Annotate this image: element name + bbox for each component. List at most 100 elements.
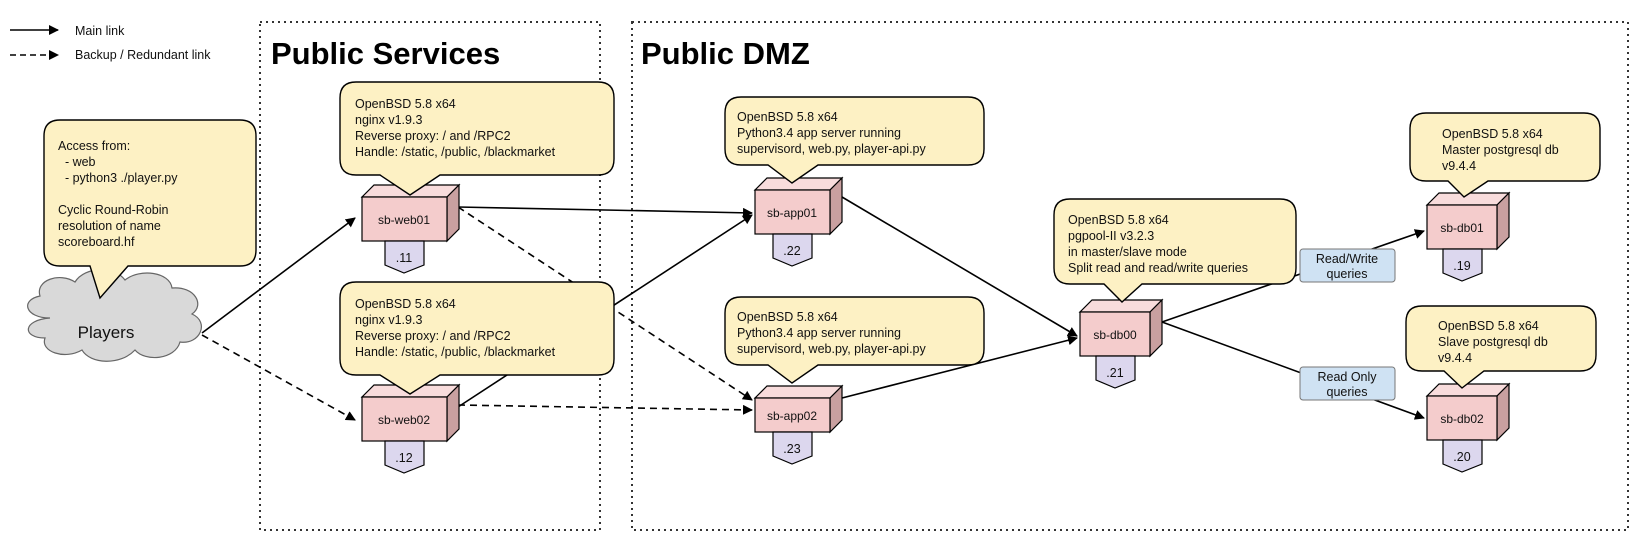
info-line: Reverse proxy: / and /RPC2: [355, 329, 511, 343]
node-ip: .11: [396, 251, 412, 265]
zone-public-dmz: [631, 21, 1629, 531]
info-bubble-web02: OpenBSD 5.8 x64 nginx v1.9.3 Reverse pro…: [339, 281, 615, 395]
info-line: Handle: /static, /public, /blackmarket: [355, 145, 556, 159]
node-ip: .21: [1106, 366, 1123, 380]
info-line: Master postgresql db: [1442, 143, 1559, 157]
link-players-web01: [201, 217, 356, 334]
info-bubble-shape: [339, 81, 615, 196]
link-app02-db00: [841, 335, 1078, 399]
node-name: sb-app02: [767, 409, 817, 423]
players-note-line: Cyclic Round-Robin: [58, 203, 169, 217]
info-line: Handle: /static, /public, /blackmarket: [355, 345, 556, 359]
node-name: sb-db02: [1440, 412, 1484, 426]
node-cube-top: [1425, 383, 1511, 397]
link-label-read-only-line1: Read Only: [1317, 370, 1377, 384]
info-bubble-shape: [339, 281, 615, 395]
players-note-line: - web: [58, 155, 96, 169]
info-line: pgpool-II v3.2.3: [1068, 229, 1154, 243]
node-ip: .23: [783, 442, 800, 456]
info-line: OpenBSD 5.8 x64: [1442, 127, 1543, 141]
node-cube-front: [1079, 311, 1151, 357]
link-web01-app01: [457, 206, 753, 218]
node-ip-tag: [1442, 248, 1483, 282]
players-note-line: Access from:: [58, 139, 130, 153]
info-bubble-app01: OpenBSD 5.8 x64 Python3.4 app server run…: [724, 96, 985, 184]
players-cloud: Players: [27, 269, 202, 362]
node-cube-front: [1426, 395, 1498, 441]
link-label-read-only-box: [1299, 366, 1396, 401]
node-sb-web02: sb-web02 .12: [360, 383, 461, 474]
node-sb-db00: sb-db00 .21: [1078, 298, 1164, 389]
link-label-read-only: Read Only queries: [1299, 366, 1396, 401]
node-name: sb-db00: [1093, 328, 1137, 342]
node-name: sb-web01: [378, 213, 430, 227]
link-web01-app02-backup: [457, 206, 753, 401]
info-bubble-shape: [1405, 305, 1597, 389]
node-sb-app01: sb-app01 .22: [753, 176, 844, 267]
info-line: OpenBSD 5.8 x64: [355, 297, 456, 311]
info-line: OpenBSD 5.8 x64: [737, 110, 838, 124]
info-line: nginx v1.9.3: [355, 313, 422, 327]
link-web02-app02-backup: [457, 404, 753, 415]
zone-public-services-title: Public Services: [271, 36, 500, 71]
info-line: Reverse proxy: / and /RPC2: [355, 129, 511, 143]
players-note-shape: [43, 119, 257, 300]
info-line: OpenBSD 5.8 x64: [1438, 319, 1539, 333]
link-label-read-write-box: [1299, 248, 1396, 283]
link-app01-db00: [841, 196, 1078, 337]
node-ip-tag: [1095, 355, 1136, 389]
node-cube-front: [754, 189, 831, 235]
info-line: OpenBSD 5.8 x64: [737, 310, 838, 324]
node-sb-web01: sb-web01 .11: [360, 183, 461, 274]
info-line: Python3.4 app server running: [737, 126, 901, 140]
node-sb-db01: sb-db01 .19: [1425, 191, 1511, 282]
node-sb-db02: sb-db02 .20: [1425, 382, 1511, 473]
info-bubble-app02: OpenBSD 5.8 x64 Python3.4 app server run…: [724, 296, 985, 384]
node-name: sb-web02: [378, 413, 430, 427]
players-note-line: scoreboard.hf: [58, 235, 135, 249]
node-ip: .12: [395, 451, 412, 465]
node-ip-tag: [772, 431, 813, 465]
node-ip-tag: [384, 440, 425, 474]
node-ip: .22: [783, 244, 800, 258]
info-line: Slave postgresql db: [1438, 335, 1548, 349]
zone-public-services: [259, 21, 601, 531]
zone-public-dmz-title: Public DMZ: [641, 36, 810, 71]
players-label: Players: [78, 323, 135, 342]
node-cube-front: [361, 396, 448, 442]
link-label-read-only-line2: queries: [1327, 385, 1368, 399]
info-line: OpenBSD 5.8 x64: [355, 97, 456, 111]
info-bubble-web01: OpenBSD 5.8 x64 nginx v1.9.3 Reverse pro…: [339, 81, 615, 196]
node-ip: .19: [1453, 259, 1470, 273]
node-ip-tag: [384, 240, 425, 274]
legend-main-label: Main link: [75, 24, 125, 38]
info-line: supervisord, web.py, player-api.py: [737, 342, 926, 356]
legend: Main link Backup / Redundant link: [10, 24, 211, 62]
node-cube-top: [753, 385, 844, 399]
info-line: OpenBSD 5.8 x64: [1068, 213, 1169, 227]
node-sb-app02: sb-app02 .23: [753, 384, 844, 465]
info-line: in master/slave mode: [1068, 245, 1187, 259]
info-bubble-db00: OpenBSD 5.8 x64 pgpool-II v3.2.3 in mast…: [1053, 198, 1297, 303]
players-cloud-shape: [27, 269, 202, 362]
links: [201, 196, 1425, 421]
node-cube-front: [754, 397, 831, 433]
info-line: nginx v1.9.3: [355, 113, 422, 127]
info-line: Split read and read/write queries: [1068, 261, 1248, 275]
players-note-line: resolution of name: [58, 219, 161, 233]
players-note-line: - python3 ./player.py: [58, 171, 178, 185]
info-line: supervisord, web.py, player-api.py: [737, 142, 926, 156]
link-label-read-write-line2: queries: [1327, 267, 1368, 281]
node-name: sb-app01: [767, 206, 817, 220]
link-label-read-write-line1: Read/Write: [1316, 252, 1378, 266]
info-bubble-shape: [724, 96, 985, 184]
link-players-web02-backup: [201, 334, 356, 421]
players-note: Access from: - web - python3 ./player.py…: [43, 119, 257, 300]
info-line: Python3.4 app server running: [737, 326, 901, 340]
node-ip-tag: [772, 233, 813, 267]
legend-backup-label: Backup / Redundant link: [75, 48, 211, 62]
info-line: v9.4.4: [1442, 159, 1476, 173]
node-cube-top: [753, 177, 844, 191]
link-label-read-write: Read/Write queries: [1299, 248, 1396, 283]
